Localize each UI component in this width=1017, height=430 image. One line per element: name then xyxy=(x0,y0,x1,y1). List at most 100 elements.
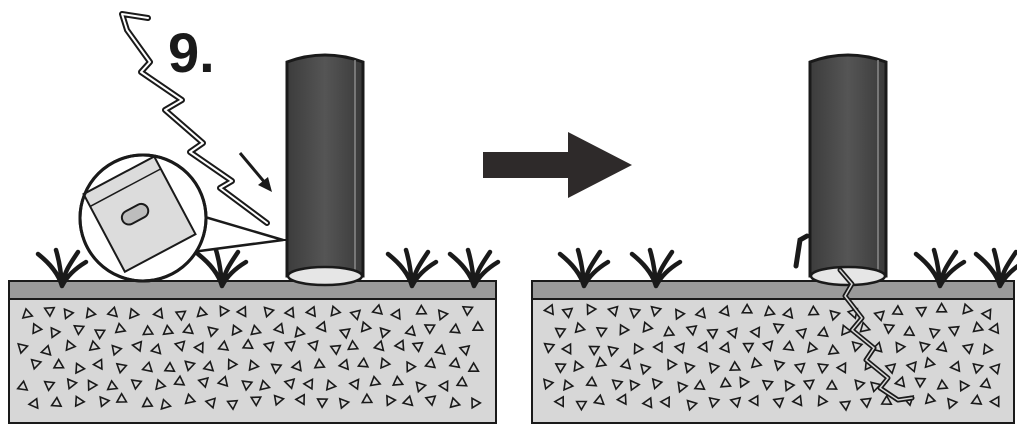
gravel-stone xyxy=(806,341,819,354)
gravel-stone xyxy=(471,320,485,332)
lightning-bolt-icon xyxy=(119,11,270,226)
gravel-stone xyxy=(50,326,62,339)
gravel-stone xyxy=(773,359,786,372)
gravel-stone xyxy=(471,396,482,410)
gravel-stone xyxy=(982,342,994,356)
gravel-stone xyxy=(263,306,276,319)
gravel-stone xyxy=(915,306,928,318)
gravel-stone xyxy=(793,362,806,375)
gravel-stone xyxy=(348,378,360,391)
gravel-stone xyxy=(772,322,785,335)
gravel-stone xyxy=(542,303,555,316)
gravel-stone xyxy=(949,360,961,373)
gravel-stone xyxy=(204,397,217,410)
gravel-stone xyxy=(130,379,143,391)
gravel-stone xyxy=(424,395,437,407)
gravel-stone xyxy=(739,376,751,389)
gravel-stone xyxy=(694,306,707,319)
gravel-stone xyxy=(65,339,77,352)
gravel-stone xyxy=(449,396,462,409)
gravel-stone xyxy=(693,379,706,391)
gravel-stone xyxy=(401,394,414,407)
gravel-stone xyxy=(935,301,948,313)
gravel-stone xyxy=(115,392,128,403)
gravel-stone xyxy=(356,356,370,368)
gravel-stone xyxy=(39,344,52,357)
gravel-stone xyxy=(854,379,866,392)
right-arrow-icon xyxy=(483,132,632,198)
gravel-stone xyxy=(43,306,56,318)
gravel-stone xyxy=(782,339,795,352)
gravel-stone xyxy=(718,341,730,354)
gravel-stone xyxy=(924,356,937,369)
gravel-stone xyxy=(329,344,342,356)
gravel-stone xyxy=(859,397,872,409)
gravel-stone xyxy=(72,324,86,336)
gravel-stone xyxy=(227,358,239,371)
gravel-stone xyxy=(66,377,79,391)
step-number: 9. xyxy=(168,21,215,84)
gravel-stone xyxy=(437,309,450,322)
gravel-stone xyxy=(433,343,446,356)
gravel-stone xyxy=(404,324,417,337)
gravel-stone xyxy=(448,356,461,369)
gravel-stone xyxy=(202,360,215,372)
gravel-stone xyxy=(560,342,572,356)
gravel-stone xyxy=(52,357,65,369)
gravel-stone xyxy=(880,394,893,406)
gravel-stone xyxy=(93,329,107,341)
pipe-right xyxy=(808,53,888,287)
gravel-stone xyxy=(423,324,436,335)
gravel-stone xyxy=(294,325,307,338)
gravel-stone xyxy=(262,341,275,353)
gravel-stone xyxy=(959,379,971,393)
gravel-stone xyxy=(706,328,719,340)
gravel-stone xyxy=(827,343,840,355)
gravel-stone xyxy=(99,395,111,408)
gravel-stone xyxy=(972,320,985,333)
gravel-stone xyxy=(639,363,652,376)
gravel-stone xyxy=(988,395,1000,408)
gravel-stone xyxy=(673,342,686,355)
gravel-stone xyxy=(173,374,186,386)
gravel-stone xyxy=(316,398,329,409)
gravel-stone xyxy=(216,375,229,388)
gravel-stone xyxy=(226,399,239,411)
gravel-stone xyxy=(708,361,721,375)
gravel-stone xyxy=(970,393,983,406)
gravel-stone xyxy=(807,304,820,316)
gravel-stone xyxy=(273,394,286,407)
pipe-left xyxy=(285,53,365,287)
grass-tuft-icon xyxy=(629,247,683,289)
gravel-stone xyxy=(719,376,732,388)
gravel-stone xyxy=(241,338,254,350)
gravel-stone xyxy=(50,396,63,408)
gravel-stone xyxy=(554,327,567,339)
gravel-stone xyxy=(841,323,853,337)
gravel-stone xyxy=(249,396,263,408)
gravel-stone xyxy=(761,379,774,391)
gravel-stone xyxy=(219,304,231,318)
gravel-stone xyxy=(349,309,362,322)
gravel-stone xyxy=(17,342,30,355)
gravel-stone xyxy=(304,305,317,318)
gravel-stone xyxy=(685,324,698,337)
gravel-stone xyxy=(650,305,663,318)
gravel-stone xyxy=(163,361,176,373)
gravel-stone xyxy=(961,343,974,355)
grass-tuft-icon xyxy=(195,247,249,289)
grass-tuft-icon xyxy=(557,247,611,289)
gravel-stone xyxy=(372,339,385,352)
gravel-stone xyxy=(675,308,686,321)
gravel-stone xyxy=(207,326,220,338)
before-panel: 9. xyxy=(8,11,501,424)
gravel-stone xyxy=(592,393,605,406)
gravel-stone xyxy=(962,302,974,315)
gravel-stone xyxy=(659,395,671,409)
grass-tufts xyxy=(557,247,1017,289)
gravel-stone xyxy=(988,322,1000,335)
gravel-stone xyxy=(283,306,295,319)
gravel-stone xyxy=(360,392,374,404)
gravel-stone xyxy=(870,340,883,353)
grass-tuft-icon xyxy=(913,247,967,289)
